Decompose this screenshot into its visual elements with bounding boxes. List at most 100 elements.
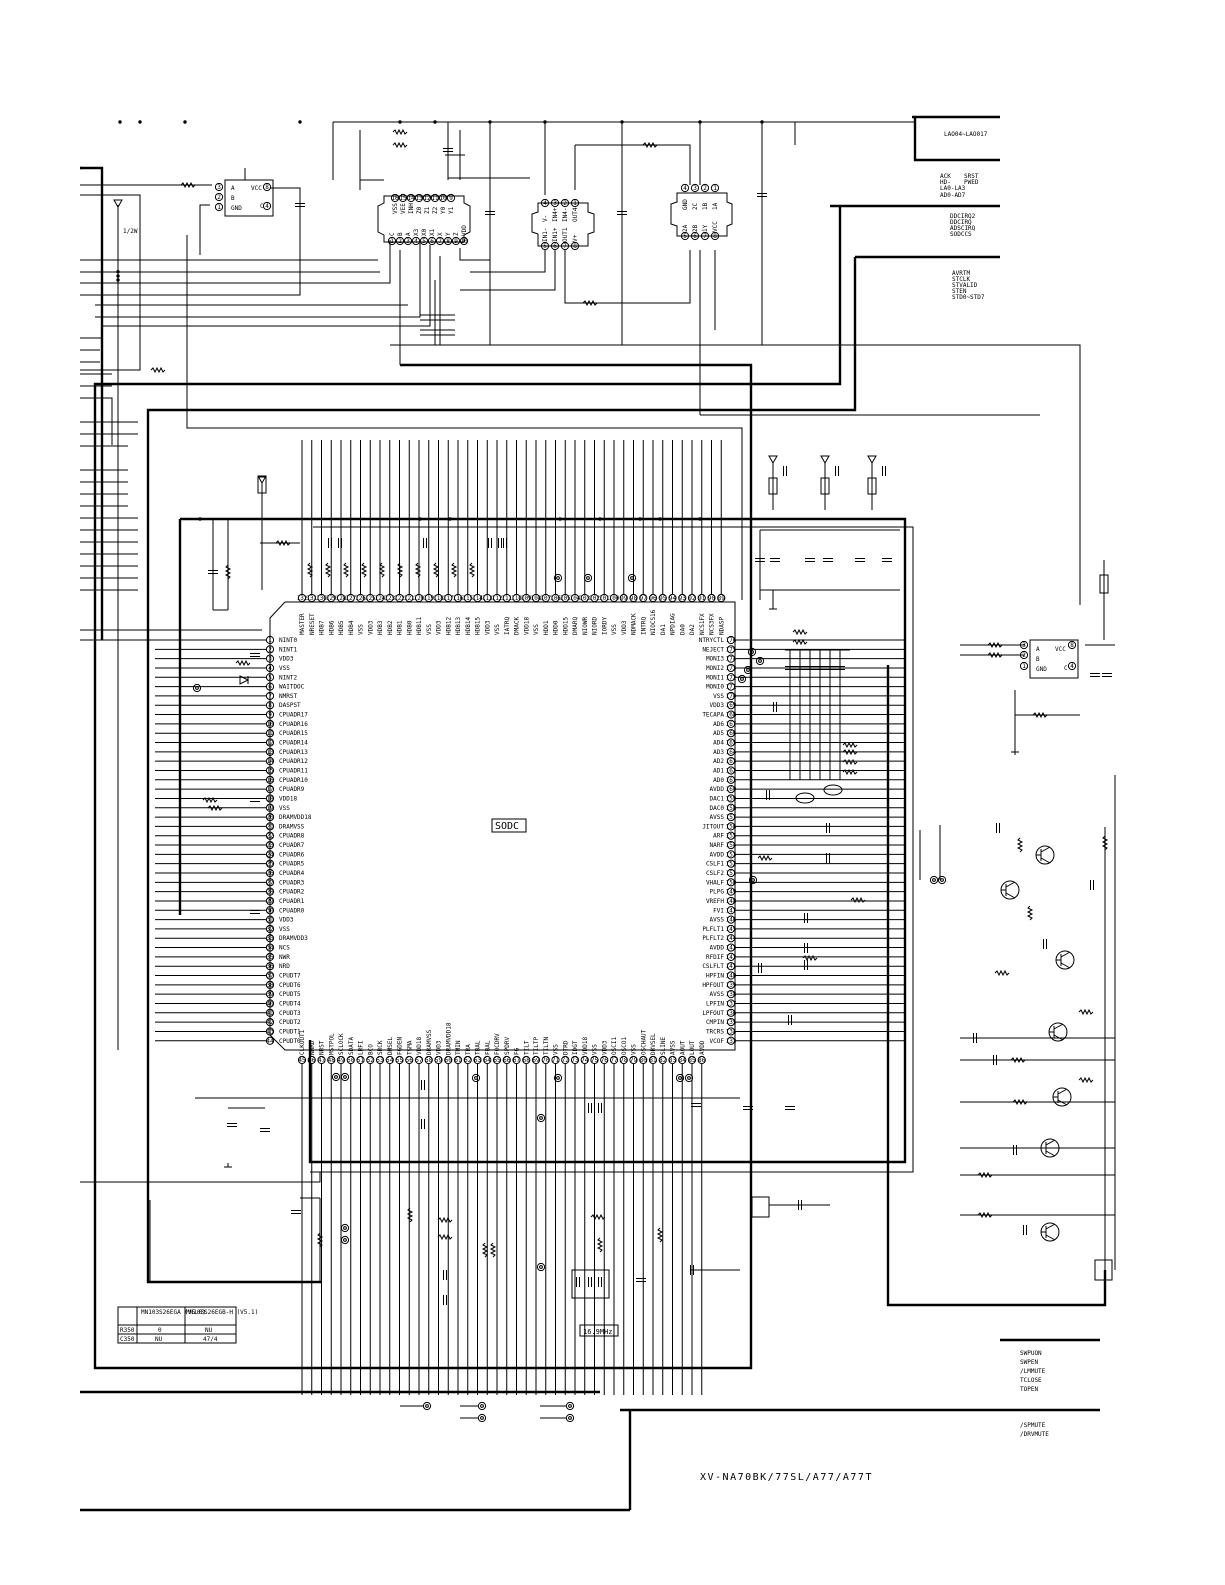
pin-number-marker (726, 663, 736, 673)
main-ic-pin-top: HDD0 (553, 620, 560, 635)
main-ic-pin-right: CSLFLT (702, 963, 724, 970)
pin-number: 7 (438, 238, 442, 245)
bus-label-cpu: HD- (940, 179, 951, 186)
main-ic-pin-bottom: SRCK (377, 1040, 384, 1055)
test-point-icon (331, 1072, 341, 1082)
pin-number-marker (658, 593, 667, 603)
main-ic-pin-top: VSS (358, 624, 365, 635)
pin-number: 49 (337, 1057, 345, 1064)
main-ic-pin-left: DASPST (279, 702, 301, 709)
wire (460, 250, 556, 291)
pin-number-marker (463, 1055, 472, 1065)
resistor (977, 1211, 993, 1219)
pin-number-marker (414, 1055, 424, 1065)
resistor (590, 1213, 606, 1221)
mux-pin-name: Y1 (448, 206, 455, 214)
pin-number-marker (1067, 661, 1077, 671)
main-ic-pin-bottom: VDD3 (436, 1040, 443, 1055)
mux-pin-name: X0 (421, 228, 428, 236)
main-ic-pin-bottom: VSS (631, 1044, 638, 1055)
main-ic-pin-right: AD4 (713, 740, 724, 747)
buffer-pin-name: V+ (572, 234, 579, 242)
pin-number-marker (483, 593, 492, 603)
resistor (987, 641, 1003, 649)
pin-number-marker (726, 738, 736, 747)
junction-dot (698, 517, 702, 521)
main-ic-pin-left: CPUADR14 (279, 740, 308, 747)
pin-number: 8 (573, 243, 577, 250)
pin-number: 11 (431, 195, 439, 202)
main-ic-pin-bottom: SPDRV (504, 1037, 511, 1055)
resistor (342, 562, 350, 578)
buffer-pin-name: IN1+ (552, 227, 559, 242)
pin-number-marker (375, 593, 385, 603)
pin-number-marker (561, 593, 570, 603)
pin-number-marker (726, 775, 736, 784)
main-ic-pin-bottom: SLINE (660, 1037, 667, 1055)
main-ic-pin-left: CPUADR5 (279, 861, 305, 868)
pin-number-marker (726, 1018, 736, 1027)
mux-pin-name: INH (408, 203, 415, 214)
resistor (437, 1233, 453, 1241)
wire (310, 526, 914, 1173)
pin-number-marker (307, 1055, 316, 1065)
pin-number-marker (265, 859, 275, 868)
pin-number-marker (1019, 661, 1029, 671)
pin-number-marker (265, 729, 275, 738)
pin-number: 170 (726, 693, 737, 700)
test-point-inner (750, 650, 754, 654)
pin-number-marker (346, 1055, 355, 1065)
pin-number-marker (265, 980, 275, 989)
main-ic-pin-bottom: TMIN (455, 1040, 462, 1055)
pin-number: 67 (513, 1057, 521, 1064)
main-ic-pin-top: HDD1 (543, 620, 550, 635)
main-ic-label: SODC (495, 821, 519, 832)
pin-number: 58 (425, 1057, 433, 1064)
main-ic-pin-left: CPUDT2 (279, 1019, 301, 1026)
pin-number: 7 (268, 693, 272, 700)
pin-number-marker (690, 231, 700, 241)
main-ic-pin-bottom: FOCDRV (494, 1033, 501, 1055)
ic2-pin-b: B (1036, 656, 1040, 663)
junction-dot (760, 120, 764, 124)
pin-number-marker (265, 719, 275, 728)
main-ic-pin-top: HDB6 (328, 620, 335, 635)
pin-number: 71 (552, 1057, 560, 1064)
ic1-pin-a: A (231, 185, 235, 192)
mux-pin-name: X (437, 232, 444, 236)
main-ic-pin-bottom: DRAMVDD18 (445, 1022, 452, 1055)
wire (93, 206, 842, 1370)
pin-number-marker (366, 1055, 375, 1065)
pin-number-marker (726, 766, 736, 775)
bus-label-interrupt: ADSCIRQ (950, 225, 976, 232)
pin-number: 160 (726, 786, 737, 793)
main-ic-pin-left: CPUADR12 (279, 758, 308, 765)
test-point-icon (743, 665, 753, 675)
main-ic-pin-right: AVSS (710, 814, 725, 821)
pin-number-marker (726, 887, 736, 896)
pin-number-marker (541, 593, 550, 603)
main-ic-pin-bottom: DMSEL (387, 1037, 394, 1055)
pin-number: 109 (521, 595, 532, 602)
ic2-pin-gnd: GND (1036, 666, 1047, 673)
pin-number-marker (561, 1055, 570, 1065)
pin-number-marker (346, 593, 355, 603)
test-point-icon (675, 1073, 685, 1083)
main-ic-pin-left: CPUADR3 (279, 879, 305, 886)
pin-number-marker (473, 593, 482, 603)
wire (1045, 1223, 1056, 1230)
pin-number-marker (265, 663, 275, 673)
pin-number: 149 (726, 889, 737, 896)
pin-number-marker (265, 645, 275, 654)
pin-number-marker (687, 1055, 697, 1065)
junction-dot (558, 517, 562, 521)
junction-dot (638, 517, 642, 521)
regulator-box (751, 1196, 770, 1218)
test-point-inner (940, 878, 944, 882)
resistor (656, 1227, 664, 1243)
pin-number: 1 (390, 238, 394, 245)
pin-number-marker (327, 593, 336, 603)
pin-number: 70 (542, 1057, 550, 1064)
pin-number: 43 (266, 1028, 274, 1035)
